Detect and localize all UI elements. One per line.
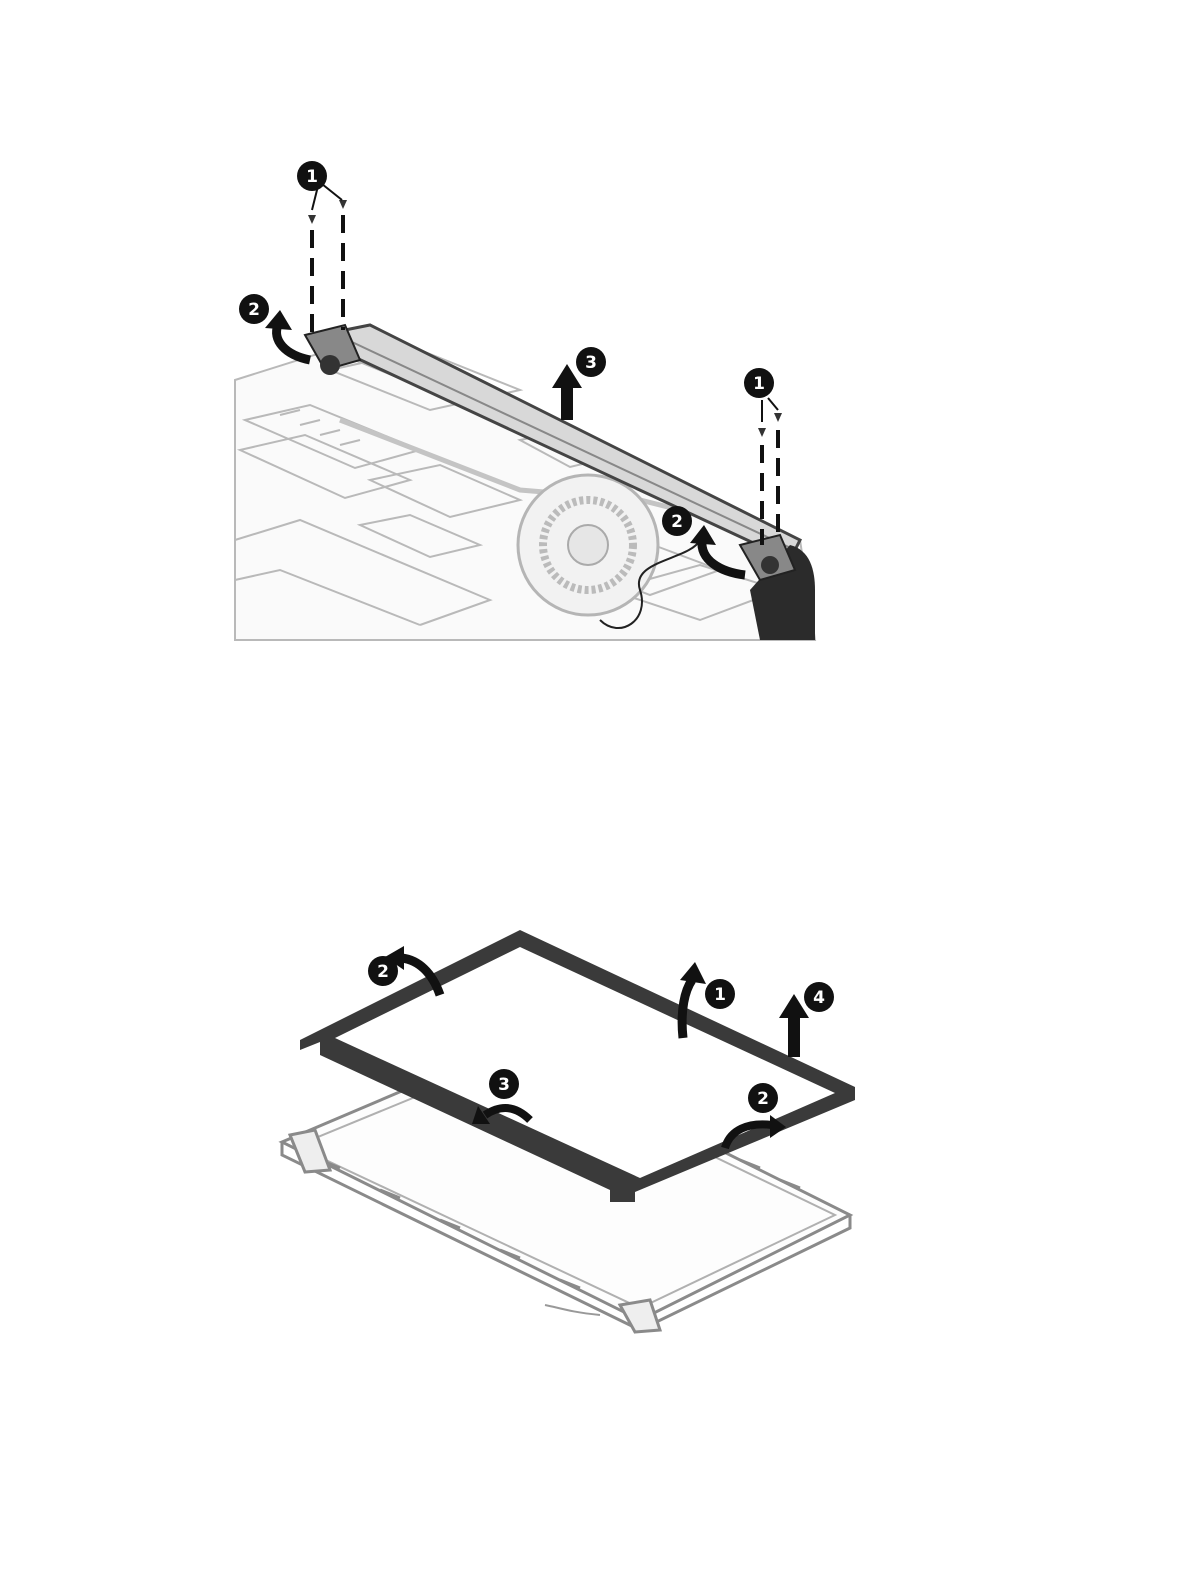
display-bezel-removal-figure: 2 1 4 3 2 [0,910,1189,1350]
display-assembly-illustration: 1 2 3 2 1 [0,120,1189,660]
callout-2-left: 2 [239,294,269,324]
callout-3: 3 [489,1069,519,1099]
callout-1-right: 1 [744,368,774,398]
lift-arrow-icon [779,994,809,1057]
callout-1-left: 1 [297,161,327,191]
display-assembly-removal-figure: 1 2 3 2 1 [0,120,1189,660]
svg-text:2: 2 [671,512,683,532]
lift-arrow-icon [552,364,582,420]
svg-text:2: 2 [248,300,260,320]
callout-4: 4 [804,982,834,1012]
callout-2-bottom-right: 2 [748,1083,778,1113]
svg-text:1: 1 [714,985,726,1005]
cooling-fan [518,475,658,615]
callout-2-right: 2 [662,506,692,536]
svg-text:2: 2 [757,1089,769,1109]
svg-text:1: 1 [306,167,318,187]
svg-text:2: 2 [377,962,389,982]
svg-text:3: 3 [585,353,597,373]
svg-text:4: 4 [813,988,825,1008]
callout-2-top-left: 2 [368,956,398,986]
svg-text:1: 1 [753,374,765,394]
display-bezel-illustration: 2 1 4 3 2 [0,910,1189,1350]
curved-arrow-icon [265,310,310,360]
svg-text:3: 3 [498,1075,510,1095]
callout-1: 1 [705,979,735,1009]
callout-3: 3 [576,347,606,377]
screw-guides-left [312,215,343,340]
base-chassis [235,350,815,640]
